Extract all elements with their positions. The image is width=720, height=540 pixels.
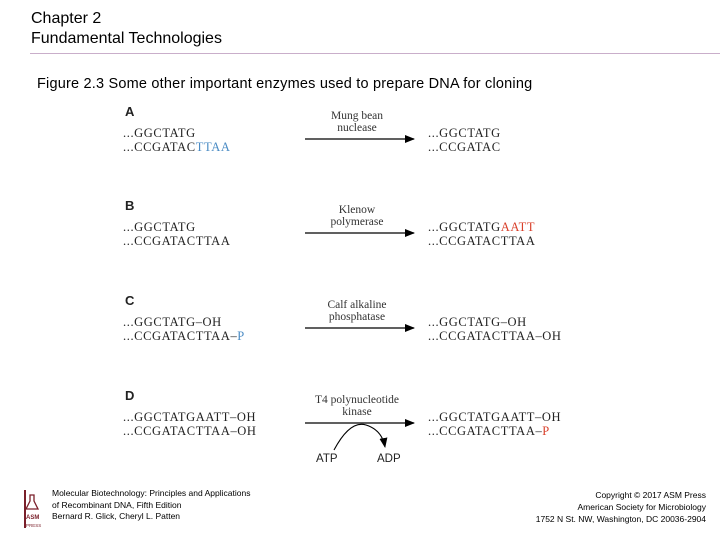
figure-caption: Figure 2.3 Some other important enzymes … [37,76,533,92]
enzyme-name: kinase [342,406,371,418]
right-top-strand-segment: AATT [501,220,535,234]
right-top-strand: ...GGCTATGAATT [428,220,535,234]
left-bottom-strand-segment: TTAA [196,140,231,154]
left-bottom-strand-segment: ...CCGATACTTAA [123,234,230,248]
enzyme-name: Klenow [339,204,376,216]
left-top-strand-segment: ...GGCTATG [123,220,196,234]
left-top-strand-segment: ...GGCTATGAATT–OH [123,410,256,424]
book-line: Molecular Biotechnology: Principles and … [52,488,251,498]
logo-text: ASM [26,515,40,521]
cofactor-output: ADP [377,453,401,465]
copyright-line: Copyright © 2017 ASM Press [595,490,706,500]
right-bottom-strand: ...CCGATACTTAA [428,234,535,248]
panel-letter: D [125,388,134,403]
right-top-strand: ...GGCTATG [428,126,501,140]
copyright-notice: Copyright © 2017 ASM Press American Soci… [536,489,706,525]
left-bottom-strand: ...CCGATACTTAA [123,234,230,248]
right-bottom-strand: ...CCGATAC [428,140,501,154]
right-bottom-strand-segment: ...CCGATAC [428,140,501,154]
left-top-strand: ...GGCTATGAATT–OH [123,410,256,424]
left-bottom-strand-segment: P [237,329,245,343]
enzyme-name: Calf alkaline [327,299,386,311]
right-top-strand-segment: ...GGCTATG [428,126,501,140]
header-divider [30,53,720,54]
left-top-strand-segment: ...GGCTATG [123,126,196,140]
enzyme-name: phosphatase [329,311,385,323]
panel-letter: C [125,293,135,308]
enzyme-name: polymerase [330,216,383,228]
chapter-label: Chapter 2 [31,10,102,27]
enzyme-name: nuclease [337,122,377,134]
panel-letter: B [125,198,134,213]
enzyme-name: Mung bean [331,110,383,122]
enzyme-name: T4 polynucleotide [315,394,399,406]
right-bottom-strand-segment: ...CCGATACTTAA– [428,424,542,438]
left-bottom-strand-segment: ...CCGATAC [123,140,196,154]
right-bottom-strand: ...CCGATACTTAA–OH [428,329,562,343]
left-top-strand: ...GGCTATG [123,220,196,234]
right-bottom-strand-segment: P [542,424,550,438]
cofactor-input: ATP [316,453,338,465]
left-bottom-strand-segment: ...CCGATACTTAA–OH [123,424,257,438]
left-bottom-strand-segment: ...CCGATACTTAA– [123,329,237,343]
left-top-strand-segment: ...GGCTATG–OH [123,315,222,329]
copyright-line: American Society for Microbiology [577,502,707,512]
right-top-strand-segment: ...GGCTATG [428,220,501,234]
slide-header: Chapter 2 Fundamental Technologies [31,9,222,49]
right-top-strand-segment: ...GGCTATGAATT–OH [428,410,561,424]
book-citation: Molecular Biotechnology: Principles and … [52,488,250,523]
right-top-strand-segment: ...GGCTATG–OH [428,315,527,329]
right-bottom-strand-segment: ...CCGATACTTAA–OH [428,329,562,343]
chapter-title: Fundamental Technologies [31,30,222,47]
book-line: of Recombinant DNA, Fifth Edition [52,499,182,510]
cofactor-arrow [333,423,388,451]
panel-letter: A [125,104,135,119]
right-top-strand: ...GGCTATGAATT–OH [428,410,561,424]
right-bottom-strand-segment: ...CCGATACTTAA [428,234,535,248]
left-bottom-strand: ...CCGATACTTAA [123,140,230,154]
asm-press-logo: ASM PRESS [22,489,44,531]
right-bottom-strand: ...CCGATACTTAA–P [428,424,550,438]
left-bottom-strand: ...CCGATACTTAA–OH [123,424,257,438]
book-line: Bernard R. Glick, Cheryl L. Patten [52,511,181,521]
copyright-line: 1752 N St. NW, Washington, DC 20036-2904 [535,514,706,524]
left-top-strand: ...GGCTATG–OH [123,315,222,329]
left-bottom-strand: ...CCGATACTTAA–P [123,329,245,343]
logo-subtext: PRESS [26,523,42,528]
left-top-strand: ...GGCTATG [123,126,196,140]
right-top-strand: ...GGCTATG–OH [428,315,527,329]
